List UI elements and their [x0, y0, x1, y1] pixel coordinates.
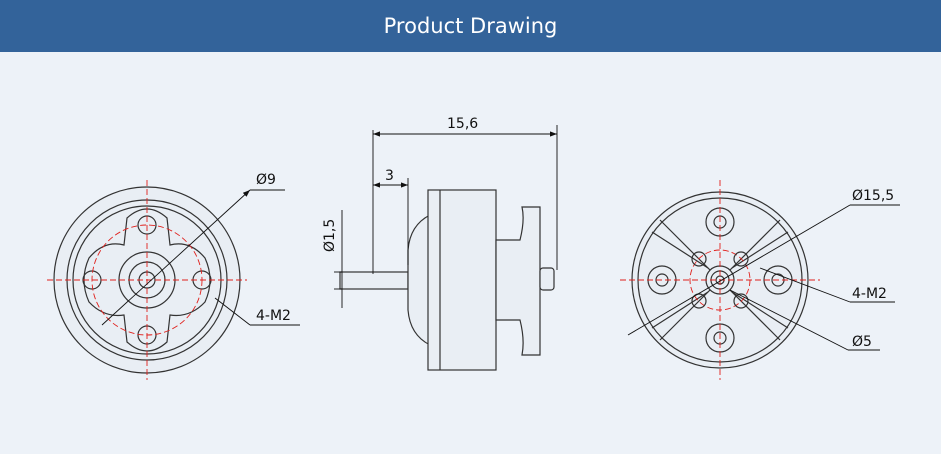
- side-view: 15,6 3 Ø1,5: [322, 116, 558, 371]
- front-thread-label: 4-M2: [256, 308, 291, 324]
- shaft-diameter-label: Ø1,5: [322, 219, 338, 252]
- rear-thread-label: 4-M2: [852, 286, 887, 302]
- rear-diameter-label: Ø15,5: [852, 188, 894, 204]
- front-diameter-label: Ø9: [256, 172, 276, 188]
- length-label: 15,6: [447, 116, 478, 132]
- header-bar: Product Drawing: [0, 0, 941, 52]
- rear-view: Ø15,5 4-M2 Ø5: [620, 180, 900, 380]
- shaft-length-label: 3: [385, 168, 394, 184]
- front-view: Ø9 4-M2: [47, 172, 300, 380]
- page-title: Product Drawing: [383, 14, 558, 38]
- rear-inner-diameter-label: Ø5: [852, 334, 872, 350]
